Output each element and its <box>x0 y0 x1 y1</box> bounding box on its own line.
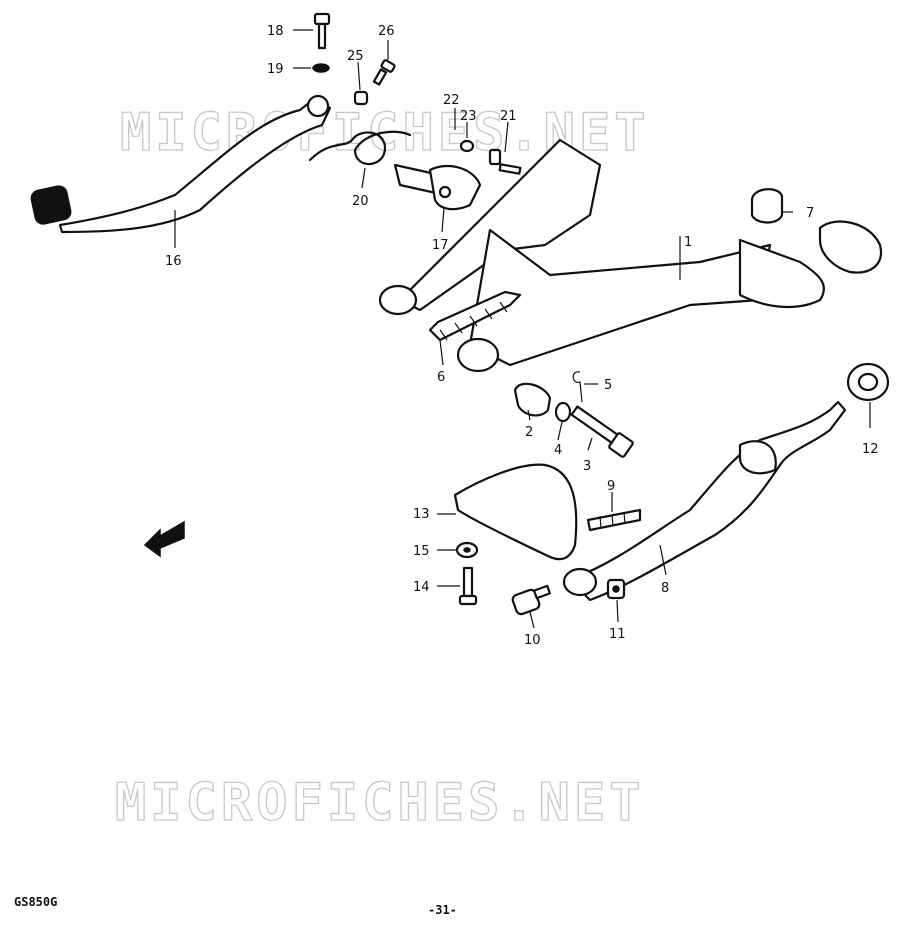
callout-23: 23 <box>460 109 477 124</box>
nut-part-11 <box>606 578 626 600</box>
callout-19: 19 <box>267 62 284 77</box>
callout-22: 22 <box>443 93 460 108</box>
callout-26: 26 <box>378 24 395 39</box>
callout-15: 15 <box>413 544 430 559</box>
pin-part-21 <box>488 148 522 175</box>
side-stand-spring-part-9 <box>586 508 642 532</box>
pivot-bolt-part-3 <box>570 405 634 458</box>
brake-pedal-part <box>30 94 332 234</box>
washer-part-23 <box>459 139 475 153</box>
washer-part-19 <box>312 63 330 73</box>
callout-20: 20 <box>352 194 369 209</box>
bolt-part-10 <box>511 584 552 616</box>
callout-17: 17 <box>432 238 449 253</box>
callout-2: 2 <box>525 425 533 440</box>
bushing-part-7 <box>750 188 784 224</box>
callout-13: 13 <box>413 507 430 522</box>
callout-12: 12 <box>862 442 879 457</box>
callout-3: 3 <box>583 459 591 474</box>
forward-direction-arrow-icon <box>143 520 185 558</box>
callout-8: 8 <box>661 581 669 596</box>
callout-11: 11 <box>609 627 626 642</box>
pivot-shaft-part-17 <box>393 163 482 211</box>
stopper-part-12 <box>846 362 890 402</box>
stand-bracket-part-13 <box>453 463 578 561</box>
model-label: GS850G <box>14 895 57 909</box>
bolt-part-26 <box>372 59 396 86</box>
callout-labels: 1 2 3 4 5 6 7 8 9 10 11 12 13 14 15 16 1… <box>165 24 879 648</box>
callout-10: 10 <box>524 633 541 648</box>
bolt-part-18 <box>313 12 331 50</box>
bolt-part-14 <box>458 566 478 606</box>
callout-14: 14 <box>413 580 430 595</box>
page-number: -31- <box>428 903 457 917</box>
callout-6: 6 <box>437 370 445 385</box>
leader-lines <box>174 29 871 629</box>
callout-9: 9 <box>607 479 615 494</box>
callout-21: 21 <box>500 109 517 124</box>
collar-part-2 <box>513 382 552 417</box>
cotter-pin-part-5 <box>572 371 583 403</box>
callout-16: 16 <box>165 254 182 269</box>
callout-7: 7 <box>806 206 814 221</box>
watermark-bottom: MICROFICHES.NET <box>115 773 645 833</box>
washer-part-15 <box>455 541 479 559</box>
nut-part-25 <box>353 90 369 106</box>
center-stand-part-1 <box>378 138 883 373</box>
return-spring-part-20 <box>308 130 412 166</box>
callout-18: 18 <box>267 24 284 39</box>
callout-1: 1 <box>684 235 692 250</box>
callout-5: 5 <box>604 378 612 393</box>
side-stand-part-8 <box>562 400 847 602</box>
callout-4: 4 <box>554 443 562 458</box>
washer-part-4 <box>554 401 572 423</box>
callout-25: 25 <box>347 49 364 64</box>
